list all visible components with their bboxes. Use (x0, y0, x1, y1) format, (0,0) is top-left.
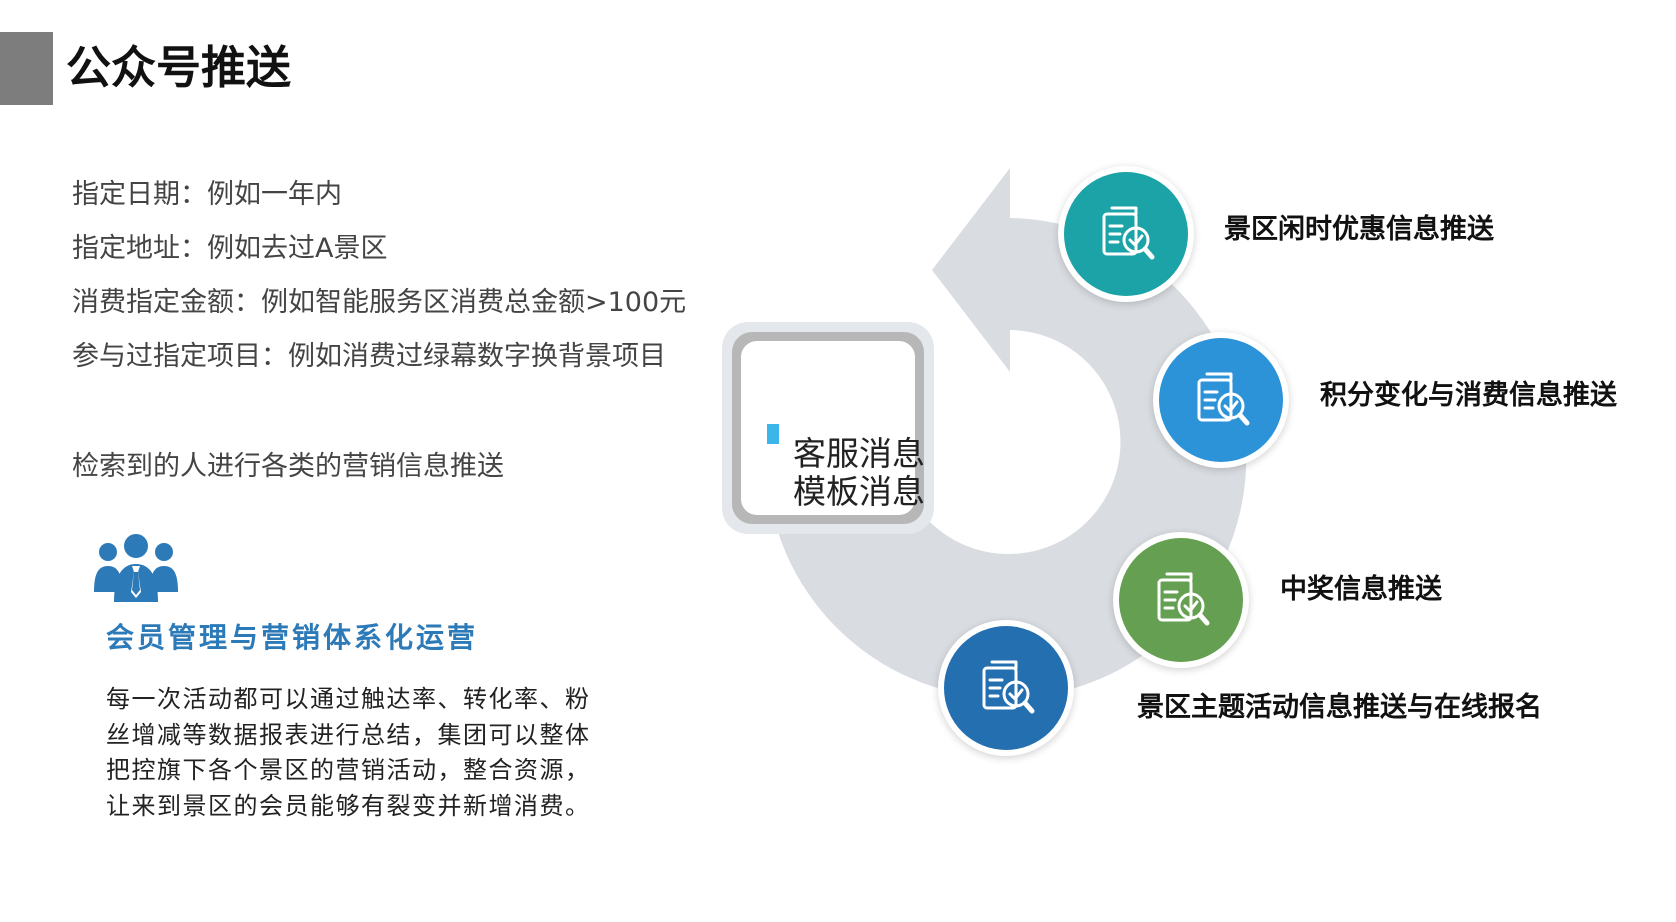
center-line-1: 客服消息 (793, 434, 925, 473)
criteria-list: 指定日期：例如一年内 指定地址：例如去过A景区 消费指定金额：例如智能服务区消费… (72, 168, 712, 384)
document-check-icon (1157, 572, 1210, 626)
document-check-icon (1197, 372, 1250, 426)
criteria-item-address: 指定地址：例如去过A景区 (72, 233, 388, 264)
center-accent-mark (767, 424, 779, 444)
summary-text: 检索到的人进行各类的营销信息推送 (72, 451, 504, 482)
center-message-box: 客服消息 模板消息 (722, 322, 934, 534)
title-accent-bar (0, 32, 53, 105)
criteria-item-date: 指定日期：例如一年内 (72, 179, 342, 210)
members-body: 每一次活动都可以通过触达率、转化率、粉丝增减等数据报表进行总结，集团可以整体把控… (106, 685, 591, 820)
node-prize (1113, 532, 1249, 668)
node-idle-discount (1058, 166, 1194, 302)
criteria-item-amount: 消费指定金额：例如智能服务区消费总金额>100元 (72, 287, 687, 318)
document-check-icon (1102, 206, 1155, 260)
node-label-theme-event: 景区主题活动信息推送与在线报名 (1137, 692, 1542, 723)
center-line-2: 模板消息 (793, 472, 925, 511)
members-heading: 会员管理与营销体系化运营 (106, 621, 479, 654)
document-check-icon (982, 660, 1035, 714)
node-label-idle-discount: 景区闲时优惠信息推送 (1224, 214, 1494, 245)
node-points-consumption (1153, 332, 1289, 468)
node-label-points-consumption: 积分变化与消费信息推送 (1320, 380, 1617, 411)
node-label-prize: 中奖信息推送 (1280, 574, 1442, 605)
page-title: 公众号推送 (66, 41, 292, 94)
node-theme-event (938, 620, 1074, 756)
team-people-icon (92, 530, 180, 602)
criteria-item-project: 参与过指定项目：例如消费过绿幕数字换背景项目 (72, 341, 666, 372)
